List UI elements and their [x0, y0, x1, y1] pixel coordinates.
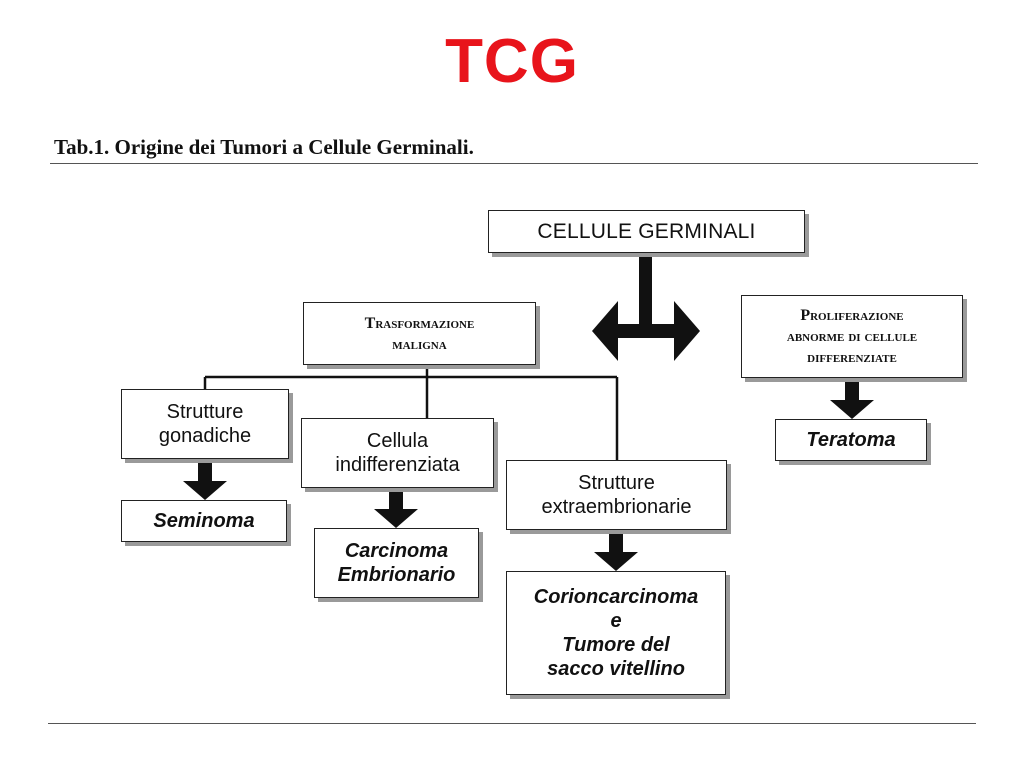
node-gonadiche-line1: Strutture [166, 401, 244, 423]
node-strutture-gonadiche: Strutture gonadiche [121, 389, 289, 459]
node-carcinoma-line2: Embrionario [337, 564, 456, 586]
double-arrow-right-head [674, 301, 700, 361]
node-carcinoma-line1: Carcinoma [344, 540, 449, 562]
node-proliferazione-line2: abnorme di cellule [786, 328, 918, 345]
arrow-to-teratoma [830, 378, 874, 419]
node-strutture-extraembrionarie: Strutture extraembrionarie [506, 460, 727, 530]
node-chorio-line1: Corioncarcinoma [533, 586, 699, 608]
node-cellula-indifferenziata: Cellula indifferenziata [301, 418, 494, 488]
arrow-to-seminoma [183, 459, 227, 500]
node-corioncarcinoma-tumore-sacco-vitellino: Corioncarcinoma e Tumore del sacco vitel… [506, 571, 726, 695]
node-indifferenziata-line2: indifferenziata [335, 454, 460, 476]
node-indifferenziata-line1: Cellula [366, 430, 429, 452]
node-teratoma-label: Teratoma [806, 429, 896, 451]
node-seminoma: Seminoma [121, 500, 287, 542]
node-trasformazione-maligna: Trasformazione maligna [303, 302, 536, 365]
top-divider [50, 163, 978, 164]
node-teratoma: Teratoma [775, 419, 927, 461]
node-trasformazione-line1: Trasformazione [364, 314, 475, 332]
node-cellule-germinali: CELLULE GERMINALI [488, 210, 805, 253]
table-caption: Tab.1. Origine dei Tumori a Cellule Germ… [54, 135, 474, 159]
node-seminoma-label: Seminoma [153, 510, 255, 532]
node-proliferazione-line3: differenziate [807, 349, 897, 366]
node-chorio-line3: Tumore del [562, 634, 670, 656]
arrow-to-chorio [594, 530, 638, 571]
double-arrow-left-head [592, 301, 618, 361]
arrow-to-embryonal [374, 487, 418, 528]
slide-title: TCG [445, 27, 579, 96]
node-proliferazione-abnorme: Proliferazione abnorme di cellule differ… [741, 295, 963, 378]
node-chorio-line4: sacco vitellino [547, 658, 685, 680]
node-gonadiche-line2: gonadiche [158, 425, 252, 447]
node-cellule-germinali-label: CELLULE GERMINALI [537, 219, 756, 243]
double-arrow-shaft [610, 324, 681, 338]
node-extraembrionarie-line2: extraembrionarie [541, 496, 692, 518]
node-carcinoma-embrionario: Carcinoma Embrionario [314, 528, 479, 598]
root-stem [639, 252, 652, 334]
node-proliferazione-line1: Proliferazione [800, 307, 904, 324]
node-trasformazione-line2: maligna [392, 335, 447, 353]
bottom-divider [48, 723, 976, 724]
node-extraembrionarie-line1: Strutture [578, 472, 655, 494]
node-chorio-line2: e [610, 610, 622, 632]
